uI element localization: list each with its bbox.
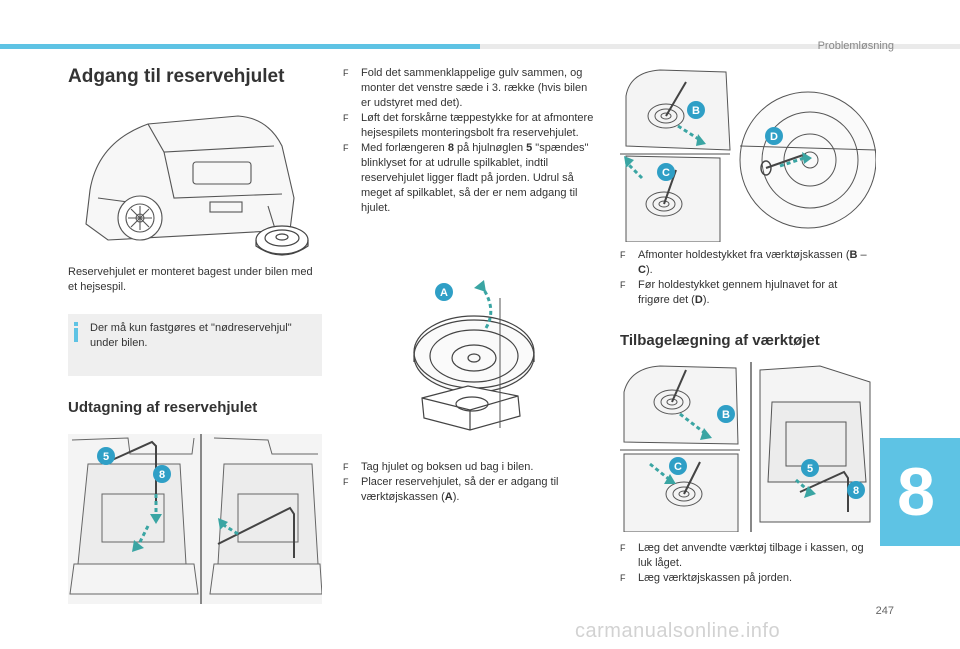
callout-c: C [662,167,670,179]
callout-8: 8 [159,469,165,481]
chapter-tab [880,438,960,546]
tool-refit-illustration: B C 5 8 [620,362,874,532]
trunk-winch-illustration: 5 8 [68,434,322,604]
info-note-text: Der må kun fastgøres et "nødreservehjul"… [90,322,292,349]
page-title: Adgang til reservehjulet [68,66,285,87]
callout-b-refit: B [722,409,730,421]
section-heading-removal: Udtagning af reservehjulet [68,399,258,416]
callout-a: A [440,287,448,299]
header-accent-bar [0,44,480,49]
info-note: Der må kun fastgøres et "nødreservehjul"… [68,314,322,376]
callout-b: B [692,105,700,117]
header-bar [480,44,960,49]
callout-8-refit: 8 [853,485,859,497]
section-label: Problemløsning [817,40,894,52]
page-number: 247 [875,605,894,617]
callout-c-refit: C [674,461,682,473]
callout-5-refit: 5 [807,463,813,475]
info-icon [74,322,78,342]
spare-wheel-toolbox-illustration: A [398,278,543,440]
callout-5: 5 [103,451,109,463]
watermark: carmanualsonline.info [575,620,781,642]
intro-text: Reservehjulet er monteret bagest under b… [68,266,313,293]
car-rear-illustration [68,102,318,262]
chapter-number: 8 [897,454,935,530]
holder-removal-illustration: B C D [620,66,876,242]
section-heading-refit: Tilbagelægning af værktøjet [620,332,820,349]
callout-d: D [770,131,778,143]
